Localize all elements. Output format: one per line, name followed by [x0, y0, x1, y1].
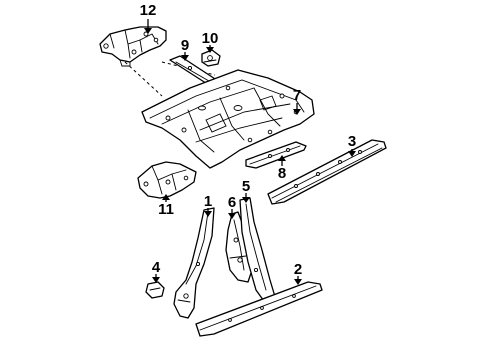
callout-9: 9	[181, 37, 189, 61]
callout-number: 2	[294, 261, 302, 278]
part-8-reinforcement	[245, 141, 307, 169]
callout-4: 4	[152, 259, 161, 283]
callout-2: 2	[294, 261, 302, 285]
callout-number: 11	[158, 201, 174, 218]
part-4-clip	[145, 281, 165, 299]
part-1-a-pillar	[173, 207, 215, 319]
callout-number: 12	[140, 2, 157, 19]
callout-number: 4	[152, 259, 161, 276]
part-3-rocker-panel	[267, 139, 387, 205]
part-10-bracket	[201, 49, 221, 67]
part-6-b-pillar-inner	[225, 211, 253, 283]
part-7-floor-pan	[141, 69, 315, 169]
callout-7: 7	[293, 87, 301, 115]
callout-12: 12	[140, 2, 157, 34]
callout-10: 10	[202, 30, 219, 53]
callout-5: 5	[242, 178, 250, 203]
callout-3: 3	[348, 133, 356, 157]
part-5-b-pillar-outer	[239, 197, 277, 305]
callout-number: 9	[181, 37, 189, 54]
callout-6: 6	[228, 194, 236, 219]
callout-number: 6	[228, 194, 236, 211]
callout-number: 7	[293, 87, 301, 104]
callout-number: 3	[348, 133, 356, 150]
callout-number: 10	[202, 30, 219, 47]
part-12-bracket	[99, 26, 167, 67]
callout-11: 11	[158, 194, 174, 218]
part-2-sill	[195, 281, 323, 337]
callout-8: 8	[278, 155, 286, 182]
part-11-bracket	[137, 161, 197, 199]
callout-number: 5	[242, 178, 250, 195]
callout-1: 1	[204, 193, 212, 217]
projection-line	[124, 61, 163, 97]
callout-number: 8	[278, 165, 286, 182]
callout-number: 1	[204, 193, 212, 210]
